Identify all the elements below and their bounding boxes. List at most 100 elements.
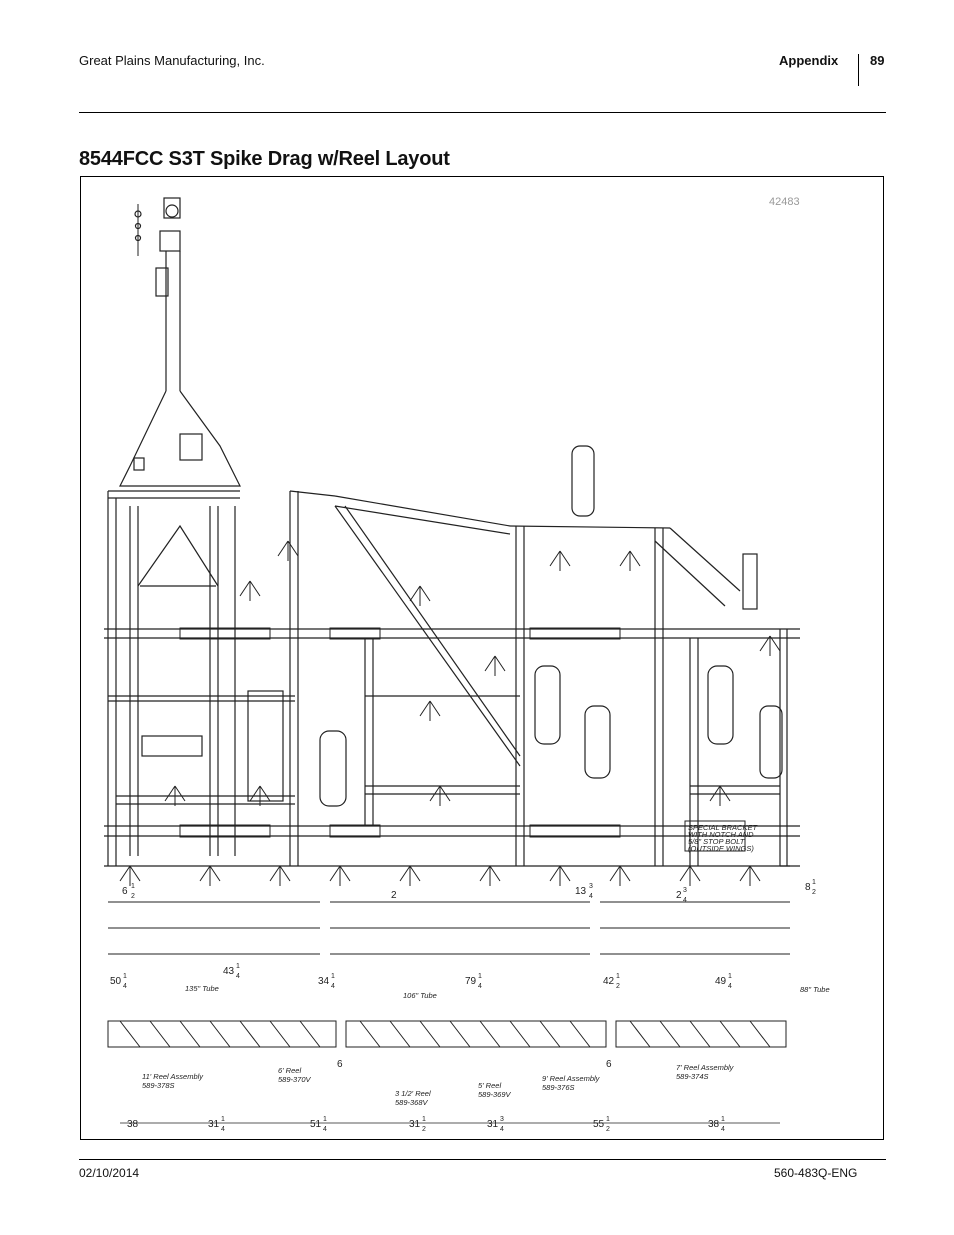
company-name: Great Plains Manufacturing, Inc. [79,53,265,68]
section-title: Appendix [779,53,839,68]
bottom-dim-4-num: 1 [422,1116,426,1123]
middle-dimension-1: 50 1 4 [110,973,127,990]
bottom-dim-6-den: 2 [606,1126,610,1133]
upper-dim-4-den: 4 [683,897,687,904]
upper-dimension-2: 2 [391,890,397,901]
gap-dim-2: 6 [606,1059,612,1070]
bottom-dimension-7: 38 1 4 [708,1116,725,1133]
layout-drawing: SPECIAL BRACKET WITH NOTCH AND 5/8" STOP… [104,197,830,1133]
bottom-dim-7-whole: 38 [708,1119,720,1130]
gap-dim-1: 6 [337,1059,343,1070]
bottom-dim-2-den: 4 [221,1126,225,1133]
footer-date: 02/10/2014 [79,1166,140,1180]
bottom-dim-5-whole: 31 [487,1119,499,1130]
upper-dim-5-num: 1 [812,879,816,886]
note-line-4: (OUTSIDE WINGS) [688,844,754,853]
middle-dim-1-num: 1 [123,973,127,980]
middle-dim-4-den: 4 [478,983,482,990]
middle-dim-2-den: 4 [236,973,240,980]
wing-frames [289,490,800,867]
middle-dim-2-whole: 43 [223,966,235,977]
upper-dim-1-whole: 6 [122,886,128,897]
middle-dim-3-whole: 34 [318,976,330,987]
middle-dim-1-den: 4 [123,983,127,990]
reel-label-35-part: 589-368V [395,1098,429,1107]
middle-dim-6-whole: 49 [715,976,727,987]
reel-label-35-title: 3 1/2' Reel [395,1089,431,1098]
bottom-dimension-4: 31 1 2 [409,1116,426,1133]
upper-dim-1-num: 1 [131,883,135,890]
middle-dim-6-den: 4 [728,983,732,990]
middle-dim-5-num: 1 [616,973,620,980]
reel-label-9-part: 589-376S [542,1083,575,1092]
middle-dimension-5: 42 1 2 [603,973,620,990]
reel-label-11-title: 11' Reel Assembly [142,1072,204,1081]
middle-dim-4-whole: 79 [465,976,477,987]
middle-dimension-2: 43 1 4 [223,963,240,980]
upper-dim-3-den: 4 [589,893,593,900]
note-line-2: WITH NOTCH AND [688,830,754,839]
bottom-dim-7-num: 1 [721,1116,725,1123]
bottom-dim-3-den: 4 [323,1126,327,1133]
spike-teeth [119,540,781,886]
wheels [319,445,783,807]
header-rule [79,112,886,113]
reel-label-7-part: 589-374S [676,1072,709,1081]
reel-label-6-part: 589-370V [278,1075,312,1084]
upper-dim-3-whole: 13 [575,886,587,897]
bottom-dimension-3: 51 1 4 [310,1116,327,1133]
upper-dimension-4: 2 3 4 [676,887,687,904]
reel-label-7-title: 7' Reel Assembly [676,1063,735,1072]
reel-label-6-title: 6' Reel [278,1066,301,1075]
bottom-dim-2-whole: 31 [208,1119,220,1130]
bottom-dim-6-whole: 55 [593,1119,605,1130]
bottom-dim-7-den: 4 [721,1126,725,1133]
note-line-3: 5/8" STOP BOLT [688,837,746,846]
middle-dimension-6: 49 1 4 [715,973,732,990]
footer-doc-number: 560-483Q-ENG [774,1166,858,1180]
note-box [684,820,746,852]
upper-dim-2-whole: 2 [391,890,397,901]
figure-id: 42483 [769,196,800,208]
tube-label-106: 106" Tube [403,991,437,1000]
bottom-dimension-2: 31 1 4 [208,1116,225,1133]
reels [107,1020,787,1048]
upper-dim-5-den: 2 [812,889,816,896]
upper-dimension-3: 13 3 4 [575,883,593,900]
middle-dim-2-num: 1 [236,963,240,970]
middle-dim-3-num: 1 [331,973,335,980]
center-frame [107,490,295,866]
bottom-dimension-5: 31 3 4 [487,1116,504,1133]
tube-label-135: 135" Tube [185,984,219,993]
reel-label-5-title: 5' Reel [478,1081,501,1090]
upper-dim-3-num: 3 [589,883,593,890]
upper-dimension-1: 6 1 2 [122,883,135,900]
bottom-dim-2-num: 1 [221,1116,225,1123]
reel-label-11-part: 589-378S [142,1081,175,1090]
bottom-dimension-6: 55 1 2 [593,1116,610,1133]
bottom-dimension-1: 38 [127,1119,139,1130]
bottom-dim-6-num: 1 [606,1116,610,1123]
middle-dim-6-num: 1 [728,973,732,980]
upper-dim-4-whole: 2 [676,890,682,901]
page-title: 8544FCC S3T Spike Drag w/Reel Layout [79,148,450,170]
upper-dim-5-whole: 8 [805,882,811,893]
reel-label-5-part: 589-369V [478,1090,512,1099]
reel-label-9-title: 9' Reel Assembly [542,1074,601,1083]
tongue-hitch [119,197,241,487]
middle-dim-4-num: 1 [478,973,482,980]
rear-toolbar [104,824,800,867]
bottom-dim-1-whole: 38 [127,1119,139,1130]
middle-dimension-3: 34 1 4 [318,973,335,990]
note-line-1: SPECIAL BRACKET [688,823,758,832]
middle-dim-5-whole: 42 [603,976,615,987]
spike-drag-bars [108,901,790,955]
bottom-dim-3-num: 1 [323,1116,327,1123]
header-divider [858,54,859,86]
middle-dim-1-whole: 50 [110,976,122,987]
bottom-dim-4-den: 2 [422,1126,426,1133]
footer-rule [79,1159,886,1160]
middle-dim-3-den: 4 [331,983,335,990]
bottom-dim-3-whole: 51 [310,1119,322,1130]
page-number: 89 [870,53,885,68]
